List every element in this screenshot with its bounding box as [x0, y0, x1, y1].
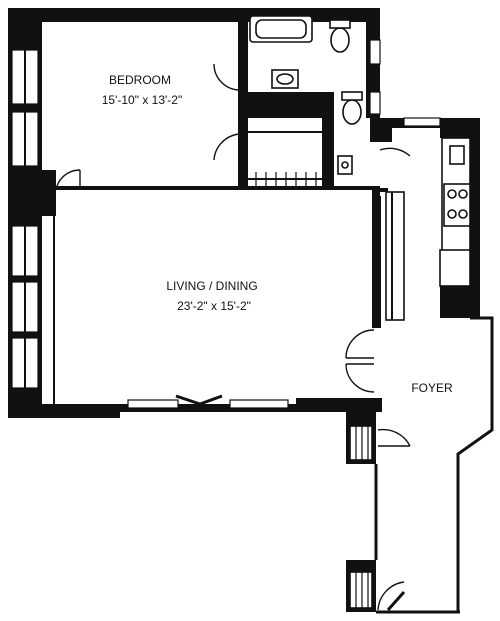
living-dining: LIVING / DINING 23'-2" x 15'-2" — [53, 188, 381, 412]
left-windows — [11, 49, 39, 389]
bedroom-dimensions: 15'-10" x 13'-2" — [102, 93, 182, 107]
exterior-walls — [8, 8, 382, 418]
foyer-closet-upper — [349, 425, 373, 461]
living-dining-dimensions: 23'-2" x 15'-2" — [177, 299, 251, 313]
stove-icon — [443, 183, 471, 227]
foyer-name: FOYER — [411, 381, 453, 395]
toilet-icon — [342, 99, 362, 125]
foyer: FOYER — [346, 316, 494, 614]
bathroom — [249, 15, 381, 188]
kitchen — [370, 117, 480, 321]
bedroom-name: BEDROOM — [109, 73, 171, 87]
kitchen-sink-icon — [449, 145, 465, 165]
living-dining-name: LIVING / DINING — [166, 279, 257, 293]
foyer-closet-lower — [349, 571, 373, 609]
bedroom-closet — [248, 131, 322, 186]
fridge-icon — [439, 249, 471, 287]
toilet-icon — [330, 27, 350, 53]
bedroom: BEDROOM 15'-10" x 13'-2" — [55, 8, 380, 191]
